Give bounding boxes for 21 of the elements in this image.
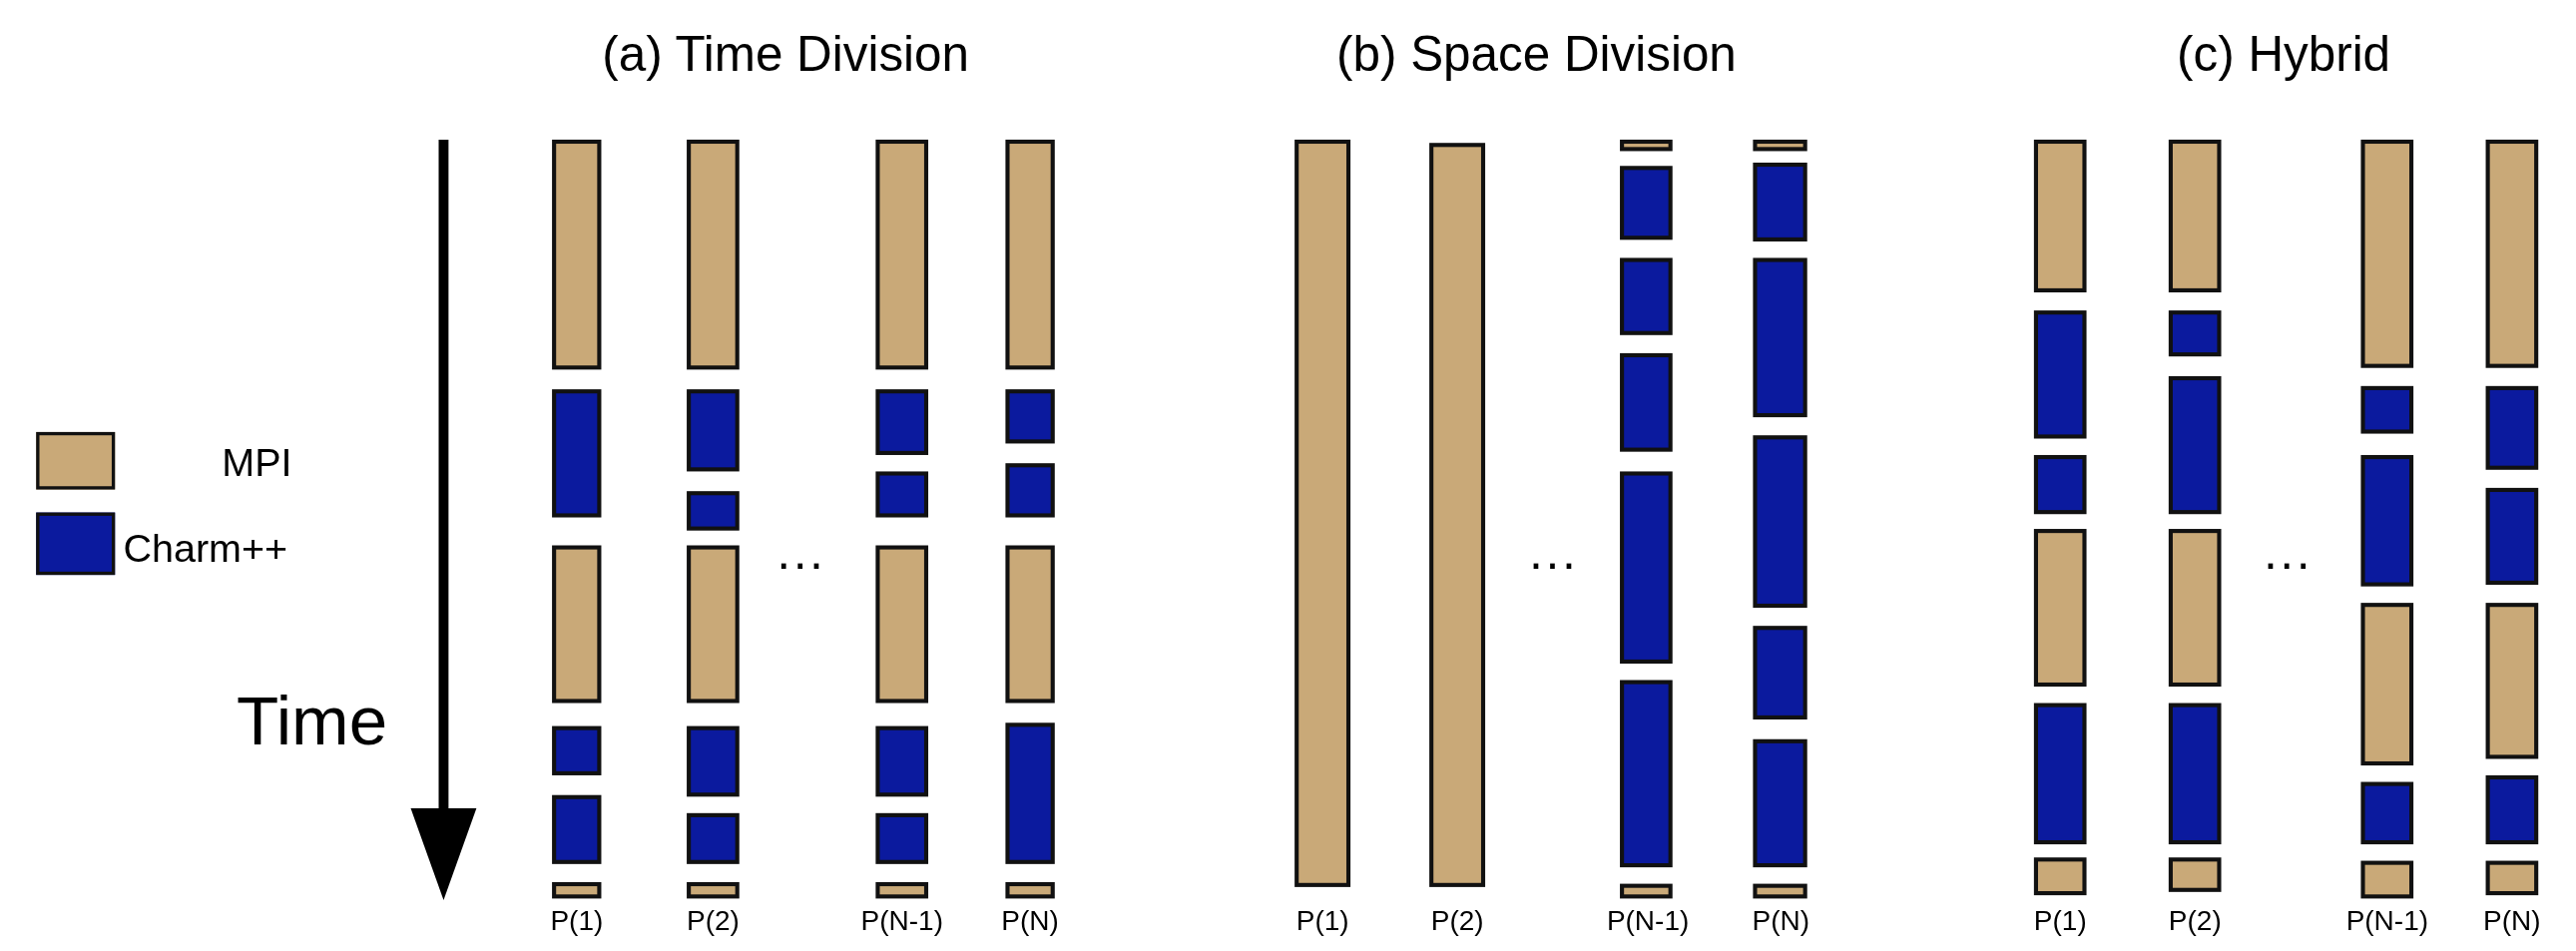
processor-label: P(2) (687, 906, 740, 935)
ellipsis: ··· (2262, 538, 2313, 589)
axis-label: Time (237, 687, 388, 756)
processor-label: P(N) (1001, 906, 1059, 935)
legend-label: MPI (222, 443, 292, 483)
processor-label: P(N-1) (1606, 906, 1690, 935)
processor-label: P(1) (2033, 906, 2087, 935)
processor-label: P(2) (2168, 906, 2222, 935)
processor-label: P(N) (1752, 906, 1810, 935)
processor-label: P(N-1) (860, 906, 943, 935)
ellipsis: ··· (1527, 538, 1578, 589)
processor-label: P(N-1) (2345, 906, 2429, 935)
processor-label: P(2) (1430, 906, 1484, 935)
processor-label: P(N) (2483, 906, 2541, 935)
ellipsis: ··· (774, 538, 825, 589)
panel-title: (a) Time Division (602, 29, 969, 79)
panel-title: (c) Hybrid (2177, 29, 2391, 79)
legend-label: Charm++ (123, 529, 288, 569)
processor-label: P(1) (550, 906, 604, 935)
processor-label: P(1) (1295, 906, 1349, 935)
panel-title: (b) Space Division (1336, 29, 1737, 79)
